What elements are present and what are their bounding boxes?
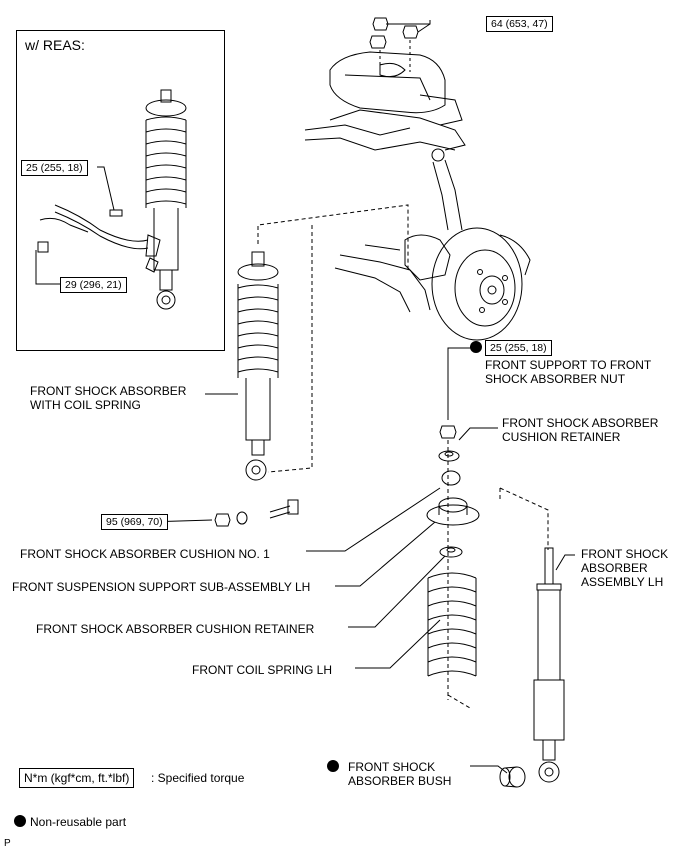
inset-torque-lower: 29 (296, 21) — [60, 277, 127, 293]
legend-unit-box: N*m (kgf*cm, ft.*lbf) — [19, 768, 135, 788]
label-support-subassy: FRONT SUSPENSION SUPPORT SUB-ASSEMBLY LH — [12, 580, 311, 594]
label-shock-with-spring: FRONT SHOCK ABSORBER WITH COIL SPRING — [30, 384, 187, 412]
inset-shock-coil — [37, 89, 187, 310]
torque-support-nut: 25 (255, 18) — [485, 340, 552, 356]
inset-title: w/ REAS: — [25, 37, 85, 53]
nonreusable-dot-support-nut — [470, 341, 482, 353]
label-cushion-retainer-lower: FRONT SHOCK ABSORBER CUSHION RETAINER — [36, 622, 315, 636]
assembly-guide-lines — [257, 204, 549, 709]
lower-bolt-set — [214, 499, 299, 527]
torque-top-nut: 64 (653, 47) — [486, 16, 553, 32]
legend-nonreusable-text: Non-reusable part — [30, 815, 127, 829]
bush-drawing — [499, 766, 526, 788]
upper-mount-stack — [426, 425, 480, 558]
leader-lines — [35, 166, 575, 774]
shock-absorber-assembly-drawing — [533, 547, 565, 783]
shock-with-coil-spring — [237, 251, 279, 481]
label-support-nut: FRONT SUPPORT TO FRONT SHOCK ABSORBER NU… — [485, 358, 652, 386]
legend-unit-caption: : Specified torque — [151, 771, 245, 785]
upper-arm-nuts — [369, 17, 431, 72]
legend-nonreusable-dot — [14, 815, 26, 827]
steering-knuckle-disc — [334, 227, 531, 341]
reas-inset-panel: w/ REAS: — [16, 30, 225, 351]
label-cushion-no1: FRONT SHOCK ABSORBER CUSHION NO. 1 — [20, 547, 270, 561]
nonreusable-dot-bush — [327, 760, 339, 772]
label-bush: FRONT SHOCK ABSORBER BUSH — [348, 760, 452, 788]
label-cushion-retainer-upper: FRONT SHOCK ABSORBER CUSHION RETAINER — [502, 416, 659, 444]
inset-torque-upper: 25 (255, 18) — [21, 160, 88, 176]
page-code: P — [4, 838, 11, 849]
label-coil-spring: FRONT COIL SPRING LH — [192, 663, 333, 677]
front-coil-spring-drawing — [427, 572, 477, 677]
torque-lower-bolt: 95 (969, 70) — [101, 514, 168, 530]
upper-control-arm — [304, 51, 466, 231]
label-shock-assy: FRONT SHOCK ABSORBER ASSEMBLY LH — [581, 547, 669, 589]
